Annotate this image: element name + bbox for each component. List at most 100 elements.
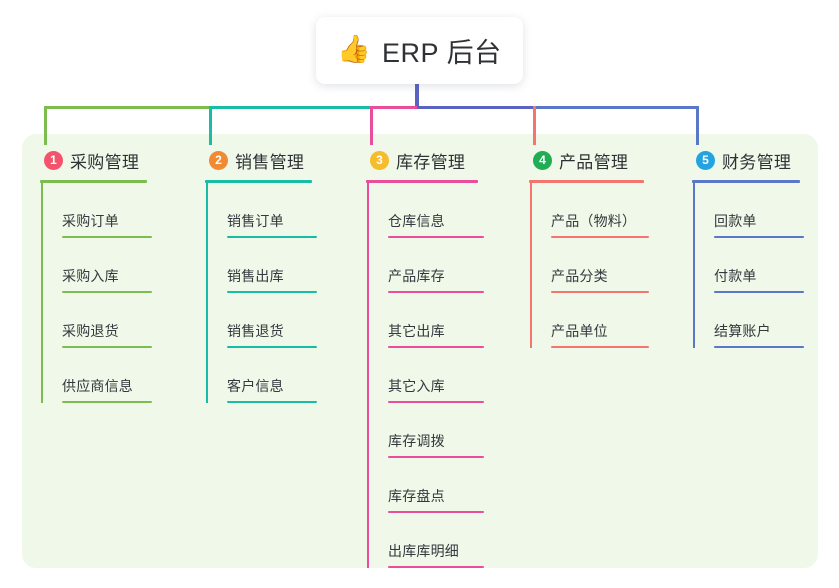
bus-segment-4: [533, 106, 699, 109]
leaf-item-rule: [227, 236, 317, 238]
root-node-card[interactable]: 👍 ERP 后台: [316, 17, 523, 84]
leaf-item-rule: [62, 236, 152, 238]
tree-spine-1: [41, 183, 43, 403]
leaf-item[interactable]: 产品单位: [529, 293, 649, 348]
leaf-item-label: 销售退货: [227, 323, 284, 339]
branch-badge-4: 4: [533, 150, 552, 170]
tree-spine-5: [693, 183, 695, 348]
leaf-item[interactable]: 其它出库: [366, 293, 484, 348]
leaf-item-label: 其它出库: [388, 323, 445, 339]
leaf-item[interactable]: 供应商信息: [40, 348, 152, 403]
drop-connector-2: [209, 106, 212, 145]
leaf-item-rule: [551, 236, 649, 238]
branch-rule-3: [366, 180, 478, 183]
branch-rule-5: [692, 180, 800, 183]
leaf-item-rule: [714, 346, 804, 348]
leaf-item[interactable]: 采购退货: [40, 293, 152, 348]
leaf-list-4: 产品（物料） 产品分类产品单位: [529, 183, 649, 348]
leaf-item-label: 库存调拨: [388, 433, 445, 449]
leaf-item[interactable]: 库存调拨: [366, 403, 484, 458]
drop-connector-5: [696, 106, 699, 145]
leaf-item[interactable]: 产品分类: [529, 238, 649, 293]
branch-header-4[interactable]: 4 产品管理: [529, 148, 649, 172]
leaf-item-label: 其它入库: [388, 378, 445, 394]
diagram-background-panel: [22, 134, 818, 568]
bus-segment-2: [209, 106, 373, 109]
leaf-item[interactable]: 回款单: [692, 183, 804, 238]
leaf-item[interactable]: 销售退货: [205, 293, 317, 348]
leaf-item-label: 客户信息: [227, 378, 284, 394]
leaf-item-label: 供应商信息: [62, 378, 133, 394]
leaf-item-rule: [62, 401, 152, 403]
leaf-item-label: 结算账户: [714, 323, 771, 339]
branch-rule-2: [205, 180, 312, 183]
leaf-item-rule: [227, 346, 317, 348]
leaf-item-label: 采购订单: [62, 213, 119, 229]
root-node-label: ERP 后台: [382, 38, 502, 68]
leaf-item-label: 采购退货: [62, 323, 119, 339]
leaf-item[interactable]: 销售订单: [205, 183, 317, 238]
branch-rule-4: [529, 180, 644, 183]
tree-spine-4: [530, 183, 532, 348]
branch-title-2: 销售管理: [235, 152, 305, 172]
leaf-item[interactable]: 销售出库: [205, 238, 317, 293]
leaf-list-3: 仓库信息产品库存其它出库其它入库库存调拨库存盘点出库库明细: [366, 183, 484, 568]
branch-title-4: 产品管理: [559, 152, 629, 172]
branch-title-3: 库存管理: [396, 152, 466, 172]
branch-column-4: 4 产品管理产品（物料） 产品分类产品单位: [529, 148, 649, 348]
leaf-item-rule: [388, 236, 484, 238]
leaf-item-label: 销售订单: [227, 213, 284, 229]
leaf-item-rule: [62, 346, 152, 348]
leaf-item-rule: [388, 401, 484, 403]
leaf-item[interactable]: 客户信息: [205, 348, 317, 403]
leaf-item[interactable]: 出库库明细: [366, 513, 484, 568]
leaf-item[interactable]: 采购订单: [40, 183, 152, 238]
root-stem-connector: [415, 84, 419, 108]
leaf-item[interactable]: 仓库信息: [366, 183, 484, 238]
bus-segment-3: [370, 106, 417, 109]
leaf-item-rule: [227, 401, 317, 403]
leaf-item-rule: [388, 566, 484, 568]
leaf-item-label: 仓库信息: [388, 213, 445, 229]
leaf-item-rule: [227, 291, 317, 293]
branch-column-3: 3 库存管理仓库信息产品库存其它出库其它入库库存调拨库存盘点出库库明细: [366, 148, 484, 568]
leaf-item-label: 采购入库: [62, 268, 119, 284]
leaf-item-label: 付款单: [714, 268, 757, 284]
branch-header-3[interactable]: 3 库存管理: [366, 148, 484, 172]
bus-segment-3b: [417, 106, 536, 109]
leaf-item-rule: [714, 236, 804, 238]
leaf-item[interactable]: 采购入库: [40, 238, 152, 293]
leaf-item[interactable]: 付款单: [692, 238, 804, 293]
leaf-item[interactable]: 库存盘点: [366, 458, 484, 513]
leaf-list-1: 采购订单采购入库采购退货供应商信息: [40, 183, 152, 403]
tree-spine-3: [367, 183, 369, 568]
leaf-item[interactable]: 结算账户: [692, 293, 804, 348]
leaf-item-rule: [388, 346, 484, 348]
drop-connector-1: [44, 106, 47, 145]
branch-column-2: 2 销售管理销售订单销售出库销售退货客户信息: [205, 148, 317, 403]
leaf-item-rule: [551, 291, 649, 293]
leaf-item-label: 产品（物料）: [551, 213, 637, 229]
drop-connector-3: [370, 106, 373, 145]
leaf-item-label: 库存盘点: [388, 488, 445, 504]
leaf-item-rule: [388, 511, 484, 513]
leaf-item[interactable]: 产品（物料）: [529, 183, 649, 238]
leaf-list-2: 销售订单销售出库销售退货客户信息: [205, 183, 317, 403]
leaf-item[interactable]: 其它入库: [366, 348, 484, 403]
branch-header-2[interactable]: 2 销售管理: [205, 148, 317, 172]
bus-segment-1: [44, 106, 212, 109]
tree-spine-2: [206, 183, 208, 403]
leaf-item-rule: [714, 291, 804, 293]
branch-badge-3: 3: [370, 150, 389, 170]
leaf-item-rule: [388, 291, 484, 293]
branch-title-5: 财务管理: [722, 152, 792, 172]
branch-badge-2: 2: [209, 150, 228, 170]
branch-title-1: 采购管理: [70, 152, 140, 172]
leaf-item-label: 回款单: [714, 213, 757, 229]
leaf-item[interactable]: 产品库存: [366, 238, 484, 293]
leaf-item-label: 产品库存: [388, 268, 445, 284]
